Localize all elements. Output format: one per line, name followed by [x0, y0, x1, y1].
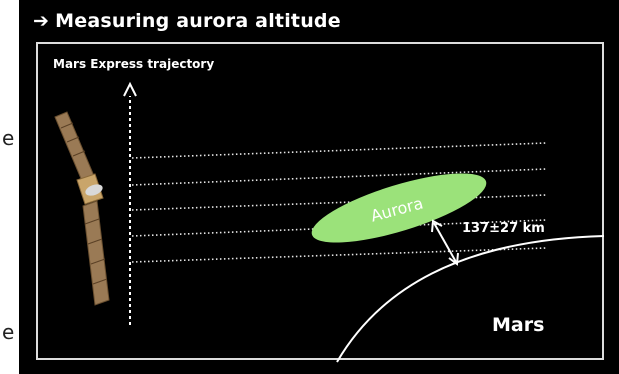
aurora-ellipse	[311, 173, 487, 243]
altitude-arrowhead-top	[431, 219, 443, 233]
diagram-scene: Aurora	[54, 81, 605, 363]
arrow-right-icon: ➔	[33, 10, 50, 32]
lines-of-sight	[131, 142, 547, 263]
mars-limb	[336, 235, 605, 363]
altitude-label: 137±27 km	[462, 221, 545, 236]
page-edge-text-bottom: e	[2, 320, 15, 344]
title-text: Measuring aurora altitude	[55, 10, 341, 32]
line-of-sight-3	[131, 194, 547, 211]
diagram-panel: ➔Measuring aurora altitude Aurora	[19, 0, 619, 374]
trajectory-label: Mars Express trajectory	[53, 57, 215, 71]
spacecraft-icon	[54, 111, 110, 306]
mars-label: Mars	[492, 314, 545, 336]
altitude-arrow-line	[433, 222, 457, 263]
line-of-sight-4	[131, 219, 547, 237]
diagram-title: ➔Measuring aurora altitude	[33, 10, 341, 32]
diagram-frame	[36, 42, 604, 360]
line-of-sight-1	[131, 142, 547, 159]
line-of-sight-5	[131, 247, 547, 263]
line-of-sight-2	[131, 168, 547, 186]
page-edge-text-top: e	[2, 126, 15, 150]
trajectory-arrowhead	[123, 81, 137, 97]
altitude-arrowhead-bottom	[448, 252, 459, 266]
